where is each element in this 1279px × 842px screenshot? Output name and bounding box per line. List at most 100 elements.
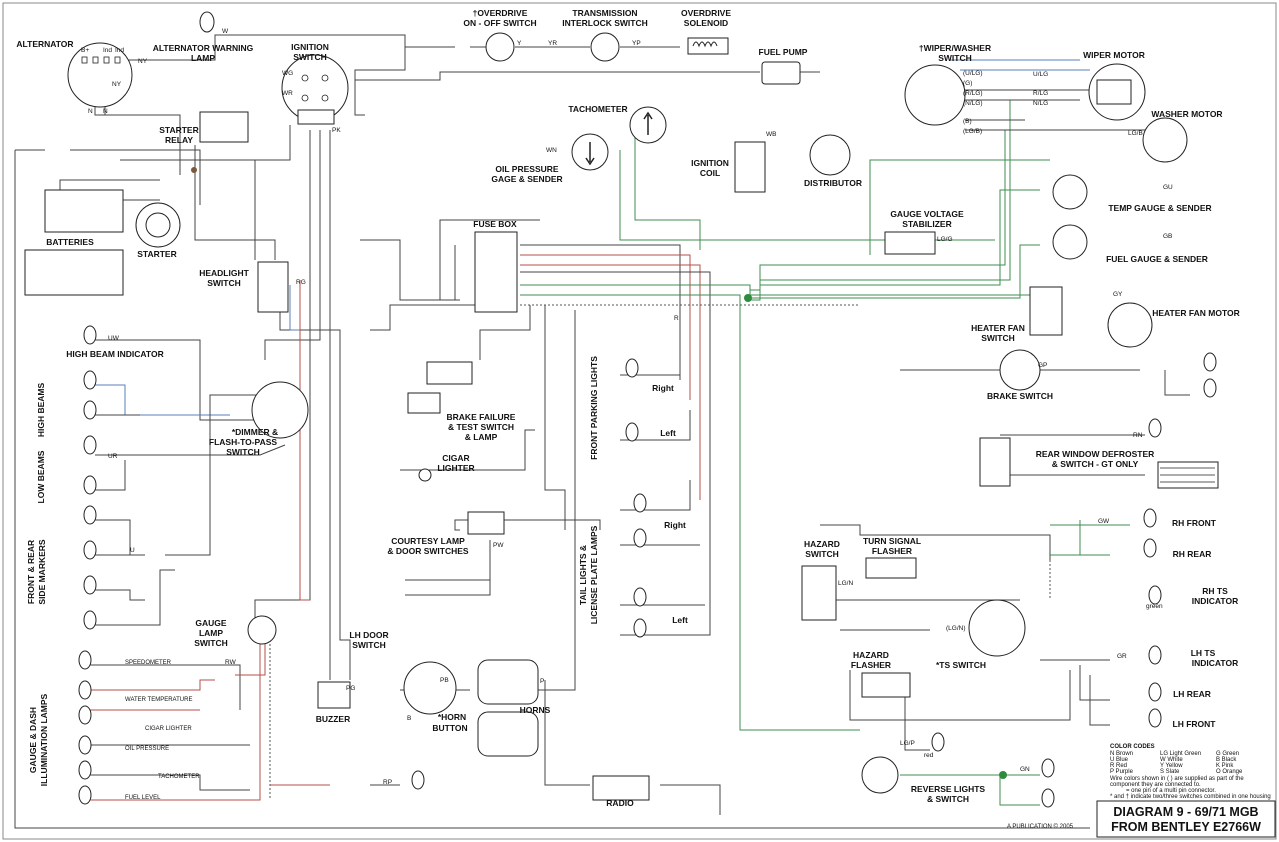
label-rh-ts-1: RH TS xyxy=(1202,586,1228,596)
label-lh-ts-1: LH TS xyxy=(1191,648,1216,658)
wire-label: (U/LG) xyxy=(963,70,983,77)
wire-label: LG/P xyxy=(900,740,915,747)
wire-label: N/LG xyxy=(1033,100,1048,107)
heater-fan-switch-symbol xyxy=(1029,286,1063,336)
label-cigar-lamp: CIGAR LIGHTER xyxy=(145,726,192,732)
label-cigar-1: CIGAR xyxy=(442,453,469,463)
wire-label: RN xyxy=(1133,432,1143,439)
label-left-2: Left xyxy=(672,615,688,625)
wire-label: YP xyxy=(632,40,641,47)
label-solenoid-2: SOLENOID xyxy=(684,18,728,28)
label-gauge-lamp-3: SWITCH xyxy=(194,638,228,648)
lamp-bulb-icon xyxy=(1041,788,1055,808)
wiper-switch-symbol xyxy=(904,64,966,126)
legend-col1-0: N Brown xyxy=(1110,751,1133,757)
lamp-bulb-icon xyxy=(633,618,647,638)
lamp-bulb-icon xyxy=(78,680,92,700)
label-ignition-coil-1: IGNITION xyxy=(691,158,729,168)
label-starter: STARTER xyxy=(137,249,177,259)
label-alternator: ALTERNATOR xyxy=(16,39,73,49)
label-rh-front: RH FRONT xyxy=(1172,518,1217,528)
label-ignition-1: IGNITION xyxy=(291,42,329,52)
wire-label: B xyxy=(407,715,411,722)
legend-note-4: * and † indicate two/three switches comb… xyxy=(1110,794,1271,800)
distributor-symbol xyxy=(809,134,851,176)
junction-dot-brown xyxy=(191,167,197,173)
label-batteries: BATTERIES xyxy=(46,237,94,247)
label-courtesy-1: COURTESY LAMP xyxy=(391,536,465,546)
wire-label: WN xyxy=(546,147,557,154)
label-starter-relay-2: RELAY xyxy=(165,135,193,145)
components xyxy=(24,11,1219,801)
horn-button-symbol xyxy=(403,661,457,715)
ignition-coil-symbol xyxy=(734,141,766,193)
label-heater-fan-switch-2: SWITCH xyxy=(981,333,1015,343)
label-oil-lamp: OIL PRESSURE xyxy=(125,746,169,752)
rear-defroster-switch-symbol xyxy=(979,437,1011,487)
wire-label: (LG/N) xyxy=(946,625,966,632)
wire-label: Ind xyxy=(103,47,112,54)
wire-label: N xyxy=(103,108,108,115)
lamp-bulb-icon xyxy=(931,732,945,752)
wire-label: (R/LG) xyxy=(963,90,983,97)
wire-label: WB xyxy=(766,131,776,138)
lamp-bulb-icon xyxy=(1143,538,1157,558)
wire-label: NY xyxy=(138,58,148,65)
wire-label: R xyxy=(674,315,679,322)
gauge-lamp-switch-symbol xyxy=(247,615,277,645)
label-oil-pressure-1: OIL PRESSURE xyxy=(495,164,558,174)
label-hazard-flasher-2: FLASHER xyxy=(851,660,891,670)
label-turn-flasher-2: FLASHER xyxy=(872,546,912,556)
legend-col2-3: S Slate xyxy=(1160,769,1180,775)
label-reverse-2: & SWITCH xyxy=(927,794,969,804)
temp-gauge-symbol xyxy=(1052,174,1088,210)
fuel-gauge-symbol xyxy=(1052,224,1088,260)
label-gauge-lamp-1: GAUGE xyxy=(195,618,227,628)
lamp-bulb-icon xyxy=(78,650,92,670)
wire-label: green xyxy=(1146,603,1163,610)
legend-col1-1: U Blue xyxy=(1110,757,1129,763)
alternator-warning-lamp-symbol xyxy=(199,11,215,33)
wire-network xyxy=(14,34,1190,829)
label-side-markers-1: FRONT & REAR xyxy=(26,540,36,604)
label-washer-motor: WASHER MOTOR xyxy=(1151,109,1222,119)
wire-label: RG xyxy=(296,279,306,286)
label-side-markers-2: SIDE MARKERS xyxy=(37,539,47,605)
diagram-title-line-1: DIAGRAM 9 - 69/71 MGB xyxy=(1113,805,1258,819)
label-rear-defroster-1: REAR WINDOW DEFROSTER xyxy=(1036,449,1155,459)
label-horn-button-2: BUTTON xyxy=(432,723,467,733)
lamp-bulb-icon xyxy=(78,785,92,805)
label-ts-switch: *TS SWITCH xyxy=(936,660,986,670)
label-headlight-1: HEADLIGHT xyxy=(199,268,249,278)
label-ignition-coil-2: COIL xyxy=(700,168,720,178)
lamp-bulb-icon xyxy=(78,735,92,755)
wire-label: UR xyxy=(108,453,118,460)
wire-label: LG/G xyxy=(937,236,953,243)
legend-note-2: component they are connected to. xyxy=(1110,782,1201,788)
wire-label: UW xyxy=(108,335,120,342)
wire-label: PG xyxy=(346,685,355,692)
wire-label: NY xyxy=(112,81,122,88)
vertical-labels: FRONT PARKING LIGHTS HIGH BEAMS LOW BEAM… xyxy=(26,356,599,786)
label-wiper-switch-1: †WIPER/WASHER xyxy=(919,43,991,53)
component-labels: ALTERNATOR ALTERNATOR WARNING LAMP IGNIT… xyxy=(16,8,1239,808)
legend-col2-0: LG Light Green xyxy=(1160,751,1201,757)
label-radio: RADIO xyxy=(606,798,634,808)
label-tail-lights-2: LICENSE PLATE LAMPS xyxy=(589,525,599,624)
label-stabilizer-1: GAUGE VOLTAGE xyxy=(890,209,964,219)
publication-credit: A PUBLICATION © 2005 xyxy=(1007,823,1074,830)
lamp-bulb-icon xyxy=(83,325,97,345)
label-gauge-dash-2: ILLUMINATION LAMPS xyxy=(39,693,49,786)
label-left-1: Left xyxy=(660,428,676,438)
headlight-switch-symbol xyxy=(257,261,289,313)
wire-label: R/LG xyxy=(1033,90,1048,97)
legend-col1-3: P Purple xyxy=(1110,769,1134,775)
label-hazard-flasher-1: HAZARD xyxy=(853,650,889,660)
wire-label: PW xyxy=(493,542,504,549)
lamp-bulb-icon xyxy=(78,705,92,725)
label-right-1: Right xyxy=(652,383,674,393)
lamp-bulb-icon xyxy=(633,493,647,513)
gauge-stabilizer-symbol xyxy=(884,231,936,255)
label-lh-door-2: SWITCH xyxy=(352,640,386,650)
